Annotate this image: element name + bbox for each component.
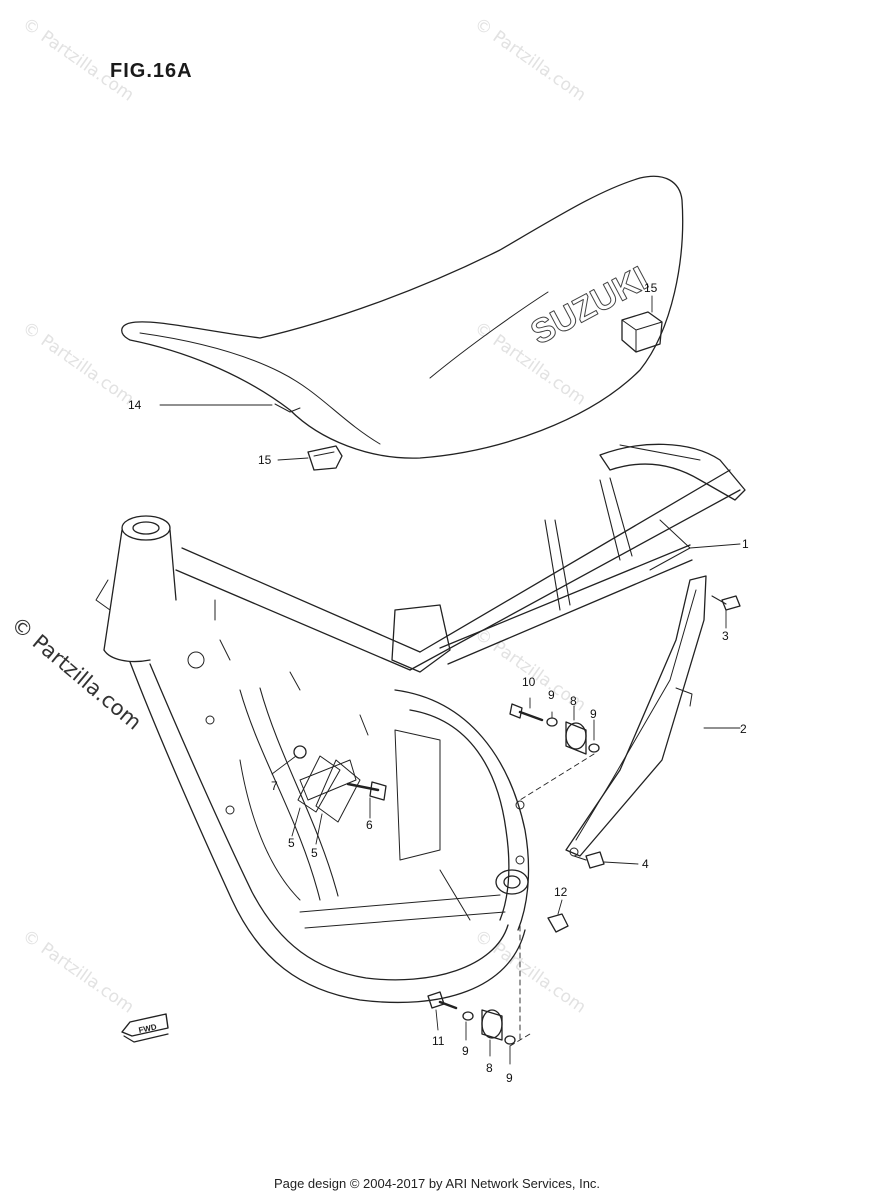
bolt-4[interactable]	[573, 851, 605, 869]
footer-copyright: Page design © 2004-2017 by ARI Network S…	[273, 1176, 601, 1191]
callout-14: 15	[258, 453, 272, 467]
callout-11: 11	[432, 1034, 445, 1048]
seat-logo-text: SUZUKI	[525, 259, 655, 352]
frame[interactable]	[95, 443, 746, 1004]
callout-2: 2	[740, 722, 747, 736]
callout-9: 9	[548, 688, 555, 702]
washer-9[interactable]	[546, 717, 558, 727]
nut-12[interactable]	[547, 913, 569, 933]
callout-8: 8	[486, 1061, 493, 1075]
washer-9[interactable]	[462, 1011, 474, 1021]
callout-15: 15	[644, 281, 658, 295]
callout-1: 1	[742, 537, 749, 551]
washer-9[interactable]	[588, 743, 600, 753]
callout-4: 4	[642, 857, 649, 871]
washer-9[interactable]	[504, 1035, 516, 1045]
callout-5: 5	[288, 836, 295, 850]
bolt-3[interactable]	[711, 595, 741, 611]
cushion-block[interactable]	[621, 311, 663, 353]
callout-12: 12	[554, 885, 568, 899]
leader-lines	[159, 295, 741, 1065]
seat-clip[interactable]	[307, 445, 343, 471]
bolt-6[interactable]	[346, 781, 387, 801]
callout-9: 9	[506, 1071, 513, 1085]
fwd-label: FWD	[138, 1022, 158, 1035]
callout-9: 9	[462, 1044, 469, 1058]
callout-3: 3	[722, 629, 729, 643]
plate-5[interactable]	[297, 755, 361, 823]
callout-5: 5	[311, 846, 318, 860]
callout-7: 7	[271, 779, 278, 793]
fwd-arrow-icon	[121, 1013, 169, 1043]
figure-title: FIG.16A	[110, 60, 193, 82]
callout-10: 10	[522, 675, 536, 689]
callout-9: 9	[590, 707, 597, 721]
bolt-10[interactable]	[509, 703, 544, 722]
bolt-11[interactable]	[427, 991, 458, 1010]
callout-6: 6	[366, 818, 373, 832]
callout-8: 8	[570, 694, 577, 708]
spacer-8[interactable]	[481, 1009, 503, 1041]
spacer-8[interactable]	[565, 721, 587, 755]
callout-13: 14	[128, 398, 142, 412]
chain-guide[interactable]	[565, 575, 707, 857]
seat[interactable]	[121, 175, 684, 459]
nut-7[interactable]	[293, 745, 307, 759]
